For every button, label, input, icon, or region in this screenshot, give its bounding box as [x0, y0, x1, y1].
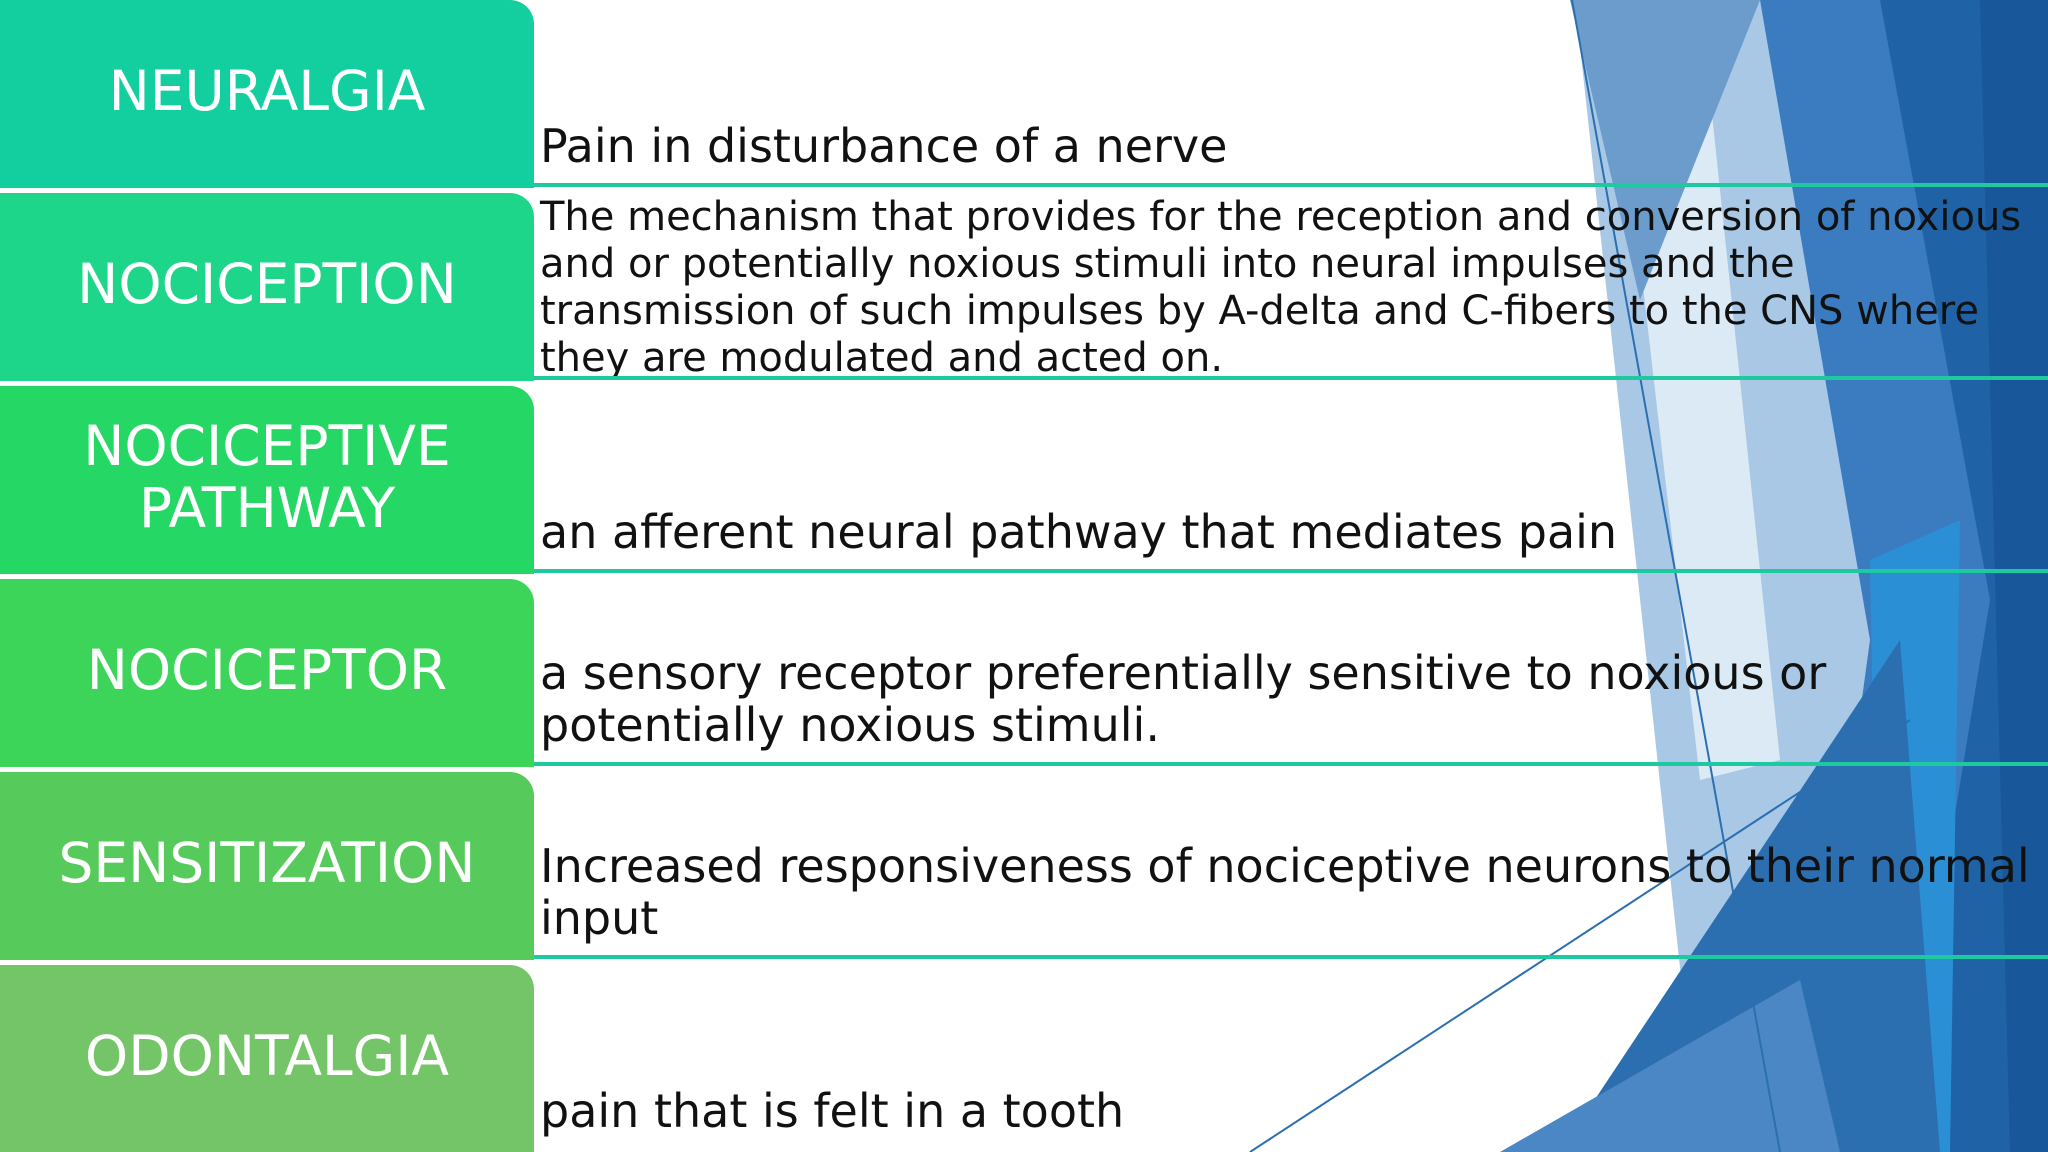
row-divider [534, 376, 2048, 380]
glossary-row-nociceptor: NOCICEPTOR a sensory receptor preferenti… [0, 579, 2048, 767]
glossary-row-nociception: NOCICEPTION The mechanism that provides … [0, 193, 2048, 381]
glossary-row-odontalgia: ODONTALGIA pain that is felt in a tooth [0, 965, 2048, 1152]
term-box: SENSITIZATION [0, 772, 534, 960]
term-box: NOCICEPTION [0, 193, 534, 381]
term-box: NOCICEPTOR [0, 579, 534, 767]
row-divider [534, 955, 2048, 959]
decor-lower-wedge [1560, 640, 1940, 1152]
decor-thin-line-2 [1249, 719, 1911, 1152]
glossary-row-sensitization: SENSITIZATION Increased responsiveness o… [0, 772, 2048, 960]
term-label: NOCICEPTION [77, 252, 457, 316]
definition-text: an afferent neural pathway that mediates… [540, 505, 1618, 559]
term-box: ODONTALGIA [0, 965, 534, 1152]
row-divider [534, 569, 2048, 573]
decor-right-edge [1980, 0, 2048, 1152]
term-label: NOCICEPTOR [86, 638, 448, 702]
definition-text: Pain in disturbance of a nerve [540, 119, 1228, 173]
term-box: NOCICEPTIVE PATHWAY [0, 386, 534, 574]
term-label: ODONTALGIA [84, 1024, 450, 1088]
decor-top-slice [1570, 0, 1760, 300]
term-label: NOCICEPTIVE PATHWAY [83, 414, 451, 540]
glossary-row-nociceptive-pathway: NOCICEPTIVE PATHWAY an afferent neural p… [0, 386, 2048, 574]
definition-text: a sensory receptor preferentially sensit… [540, 646, 1827, 752]
decor-bottom-wedge [1500, 980, 1840, 1152]
definition-text: pain that is felt in a tooth [540, 1084, 1125, 1138]
row-divider [534, 762, 2048, 766]
definition-text: Increased responsiveness of nociceptive … [540, 839, 2030, 945]
term-label: SENSITIZATION [58, 831, 476, 895]
definition-text: The mechanism that provides for the rece… [540, 194, 2022, 381]
term-label: NEURALGIA [108, 59, 426, 123]
row-divider [534, 183, 2048, 187]
decor-thin-line-1 [1571, 0, 1781, 1152]
term-box: NEURALGIA [0, 0, 534, 188]
glossary-row-neuralgia: NEURALGIA Pain in disturbance of a nerve [0, 0, 2048, 188]
